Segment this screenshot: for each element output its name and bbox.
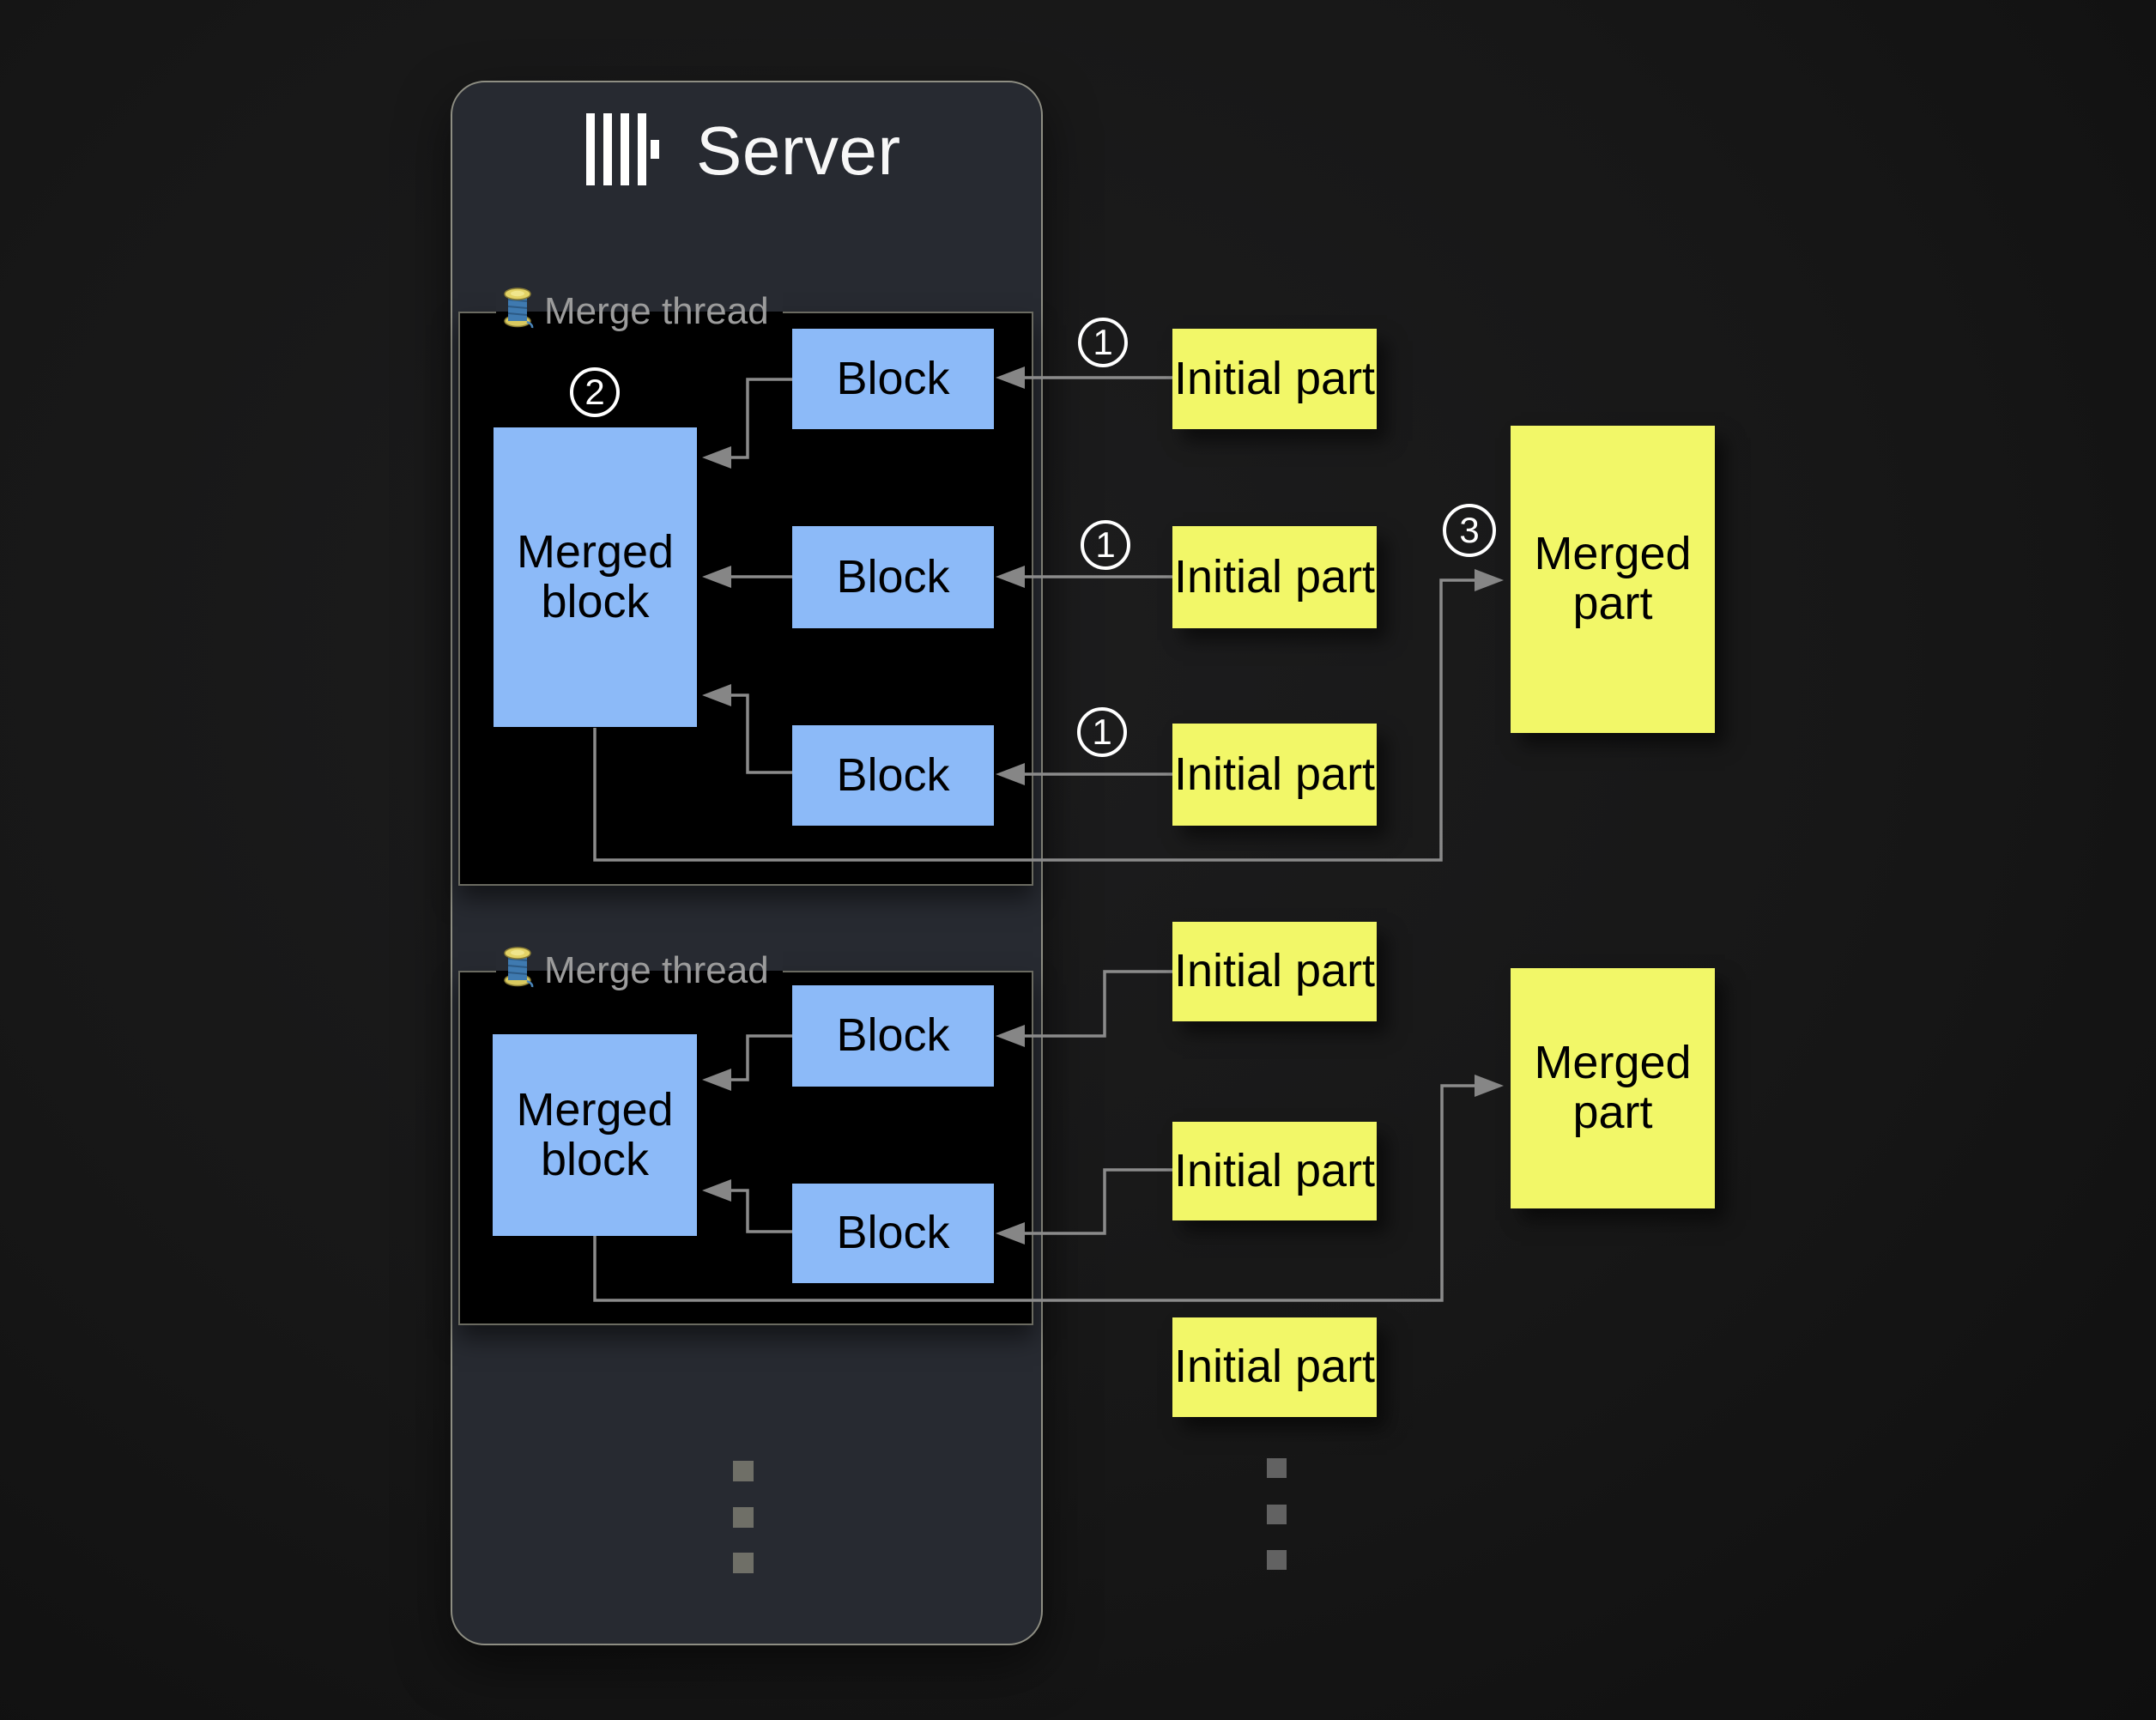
merge-thread-label-text: Merge thread <box>544 949 769 991</box>
connector-initialpart1-to-block1-s2 <box>1023 970 1172 1038</box>
initial-part-1-2: Initial part <box>1172 526 1377 628</box>
step-badge-3: 3 <box>1443 504 1496 557</box>
initial-part-1-1: Initial part <box>1172 329 1377 429</box>
thread-spool-icon <box>501 945 534 997</box>
initial-part-2-1: Initial part <box>1172 922 1377 1021</box>
step-badge-2: 2 <box>570 367 620 417</box>
ellipsis-dot <box>1267 1550 1287 1570</box>
merged-block-2: Merged block <box>493 1034 697 1236</box>
merged-part-2: Merged part <box>1511 968 1715 1208</box>
merge-thread-label-1: Merge thread <box>496 287 783 336</box>
block-2-1: Block <box>792 985 994 1087</box>
clickhouse-logo-icon <box>586 112 663 190</box>
ellipsis-dot <box>733 1507 754 1528</box>
server-title: Server <box>696 112 901 189</box>
connector-initialpart2-to-block2-s2 <box>1023 1168 1172 1235</box>
initial-part-2-3: Initial part <box>1172 1317 1377 1417</box>
merge-thread-label-2: Merge thread <box>496 946 783 996</box>
merge-thread-label-text: Merge thread <box>544 290 769 332</box>
block-2-2: Block <box>792 1184 994 1283</box>
step-badge-1: 1 <box>1078 318 1128 367</box>
ellipsis-dot <box>733 1461 754 1481</box>
initial-part-2-2: Initial part <box>1172 1122 1377 1220</box>
initial-part-1-3: Initial part <box>1172 724 1377 826</box>
ellipsis-dot <box>1267 1505 1287 1524</box>
block-1-2: Block <box>792 526 994 628</box>
merged-part-1: Merged part <box>1511 426 1715 733</box>
block-1-3: Block <box>792 725 994 826</box>
ellipsis-dot <box>1267 1458 1287 1478</box>
step-badge-1: 1 <box>1081 520 1130 570</box>
block-1-1: Block <box>792 329 994 429</box>
server-header: Server <box>586 110 901 192</box>
ellipsis-dot <box>733 1553 754 1573</box>
step-badge-1: 1 <box>1077 707 1127 757</box>
merged-block-1: Merged block <box>494 427 697 727</box>
thread-spool-icon <box>501 286 534 338</box>
